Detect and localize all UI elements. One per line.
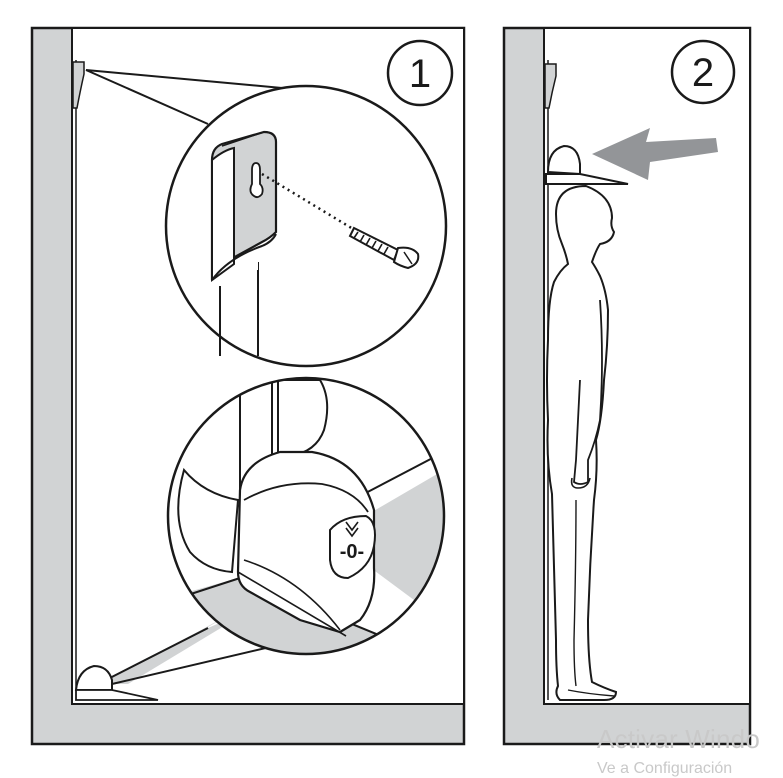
step-number-1: 1 (386, 39, 454, 107)
step-number-2: 2 (670, 39, 736, 105)
windows-activation-watermark-sub: Ve a Configuración (597, 760, 733, 777)
svg-text:1: 1 (409, 52, 431, 96)
svg-text:2: 2 (692, 51, 714, 95)
person-silhouette-icon (546, 184, 618, 701)
panel-2: 2 (502, 26, 752, 746)
wall-mount-bracket-icon (210, 130, 278, 356)
svg-text:-0-: -0- (340, 541, 364, 563)
floor-device-small (74, 664, 159, 701)
zoom-callout-device: -0- (100, 376, 446, 685)
screw-icon (348, 226, 420, 270)
arrow-left-icon (592, 128, 718, 180)
windows-activation-watermark: Activar Windo (597, 724, 760, 754)
panel-1: 1 (30, 26, 466, 746)
height-meter-icon: -0- (236, 450, 376, 637)
zoom-callout-bracket (85, 69, 448, 368)
height-meter-icon (545, 144, 629, 185)
